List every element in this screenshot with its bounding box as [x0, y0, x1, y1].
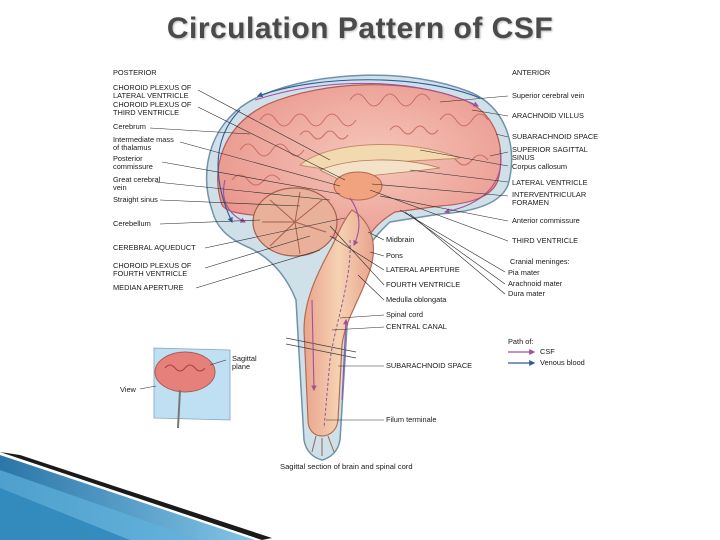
label-subarachnoid-space-top: SUBARACHNOID SPACE [512, 132, 599, 141]
label-great-cerebral-vein: Great cerebral vein [113, 175, 161, 193]
thalamus-shape [333, 171, 383, 201]
cerebellum-shape [252, 187, 338, 257]
label-superior-sagittal-sinus: SUPERIOR SAGITTAL SINUS [512, 145, 588, 163]
posterior-label: POSTERIOR [113, 68, 157, 77]
label-cerebrum: Cerebrum [113, 122, 146, 131]
label-third-ventricle: THIRD VENTRICLE [512, 236, 579, 245]
label-posterior-commissure: Posterior commissure [113, 154, 153, 172]
label-filum-terminale: Filum terminale [386, 415, 437, 424]
label-lateral-aperture: LATERAL APERTURE [386, 265, 460, 274]
label-cerebral-aqueduct: CEREBRAL AQUEDUCT [113, 243, 196, 252]
label-spinal-cord: Spinal cord [386, 310, 423, 319]
legend-heading: Path of: [508, 337, 534, 346]
label-straight-sinus: Straight sinus [113, 195, 158, 204]
legend-venous-label: Venous blood [540, 358, 585, 367]
venous-flow-arrows [217, 79, 481, 223]
label-subarachnoid-space-cord: SUBARACHNOID SPACE [386, 361, 473, 370]
label-median-aperture: MEDIAN APERTURE [113, 283, 184, 292]
right-leader-lines [369, 95, 509, 295]
label-dura-mater: Dura mater [508, 289, 545, 298]
label-corpus-callosum: Corpus callosum [512, 162, 568, 171]
anterior-label: ANTERIOR [512, 68, 551, 77]
slide-title: Circulation Pattern of CSF [166, 12, 554, 45]
filum-terminale [311, 435, 335, 456]
csf-flow-arrows [223, 82, 502, 401]
label-interventricular-foramen: INTERVENTRICULAR FORAMEN [512, 190, 587, 208]
diagram-caption: Sagittal section of brain and spinal cor… [280, 462, 413, 471]
inset-view-label: View [120, 385, 136, 394]
label-choroid-plexus-lateral: CHOROID PLEXUS OF LATERAL VENTRICLE [113, 83, 192, 101]
label-cerebellum: Cerebellum [113, 219, 151, 228]
label-medulla-oblongata: Medulla oblongata [386, 295, 447, 304]
legend-csf-label: CSF [540, 347, 555, 356]
left-leader-lines [149, 89, 346, 289]
label-fourth-ventricle: FOURTH VENTRICLE [386, 280, 461, 289]
label-intermediate-mass: Intermediate mass of thalamus [113, 135, 174, 153]
meninges-heading: Cranial meninges: [510, 257, 570, 266]
label-central-canal: CENTRAL CANAL [386, 322, 447, 331]
label-choroid-plexus-third: CHOROID PLEXUS OF THIRD VENTRICLE [113, 100, 192, 118]
label-lateral-ventricle: LATERAL VENTRICLE [512, 178, 588, 187]
inset-sagittal-view [139, 347, 231, 429]
label-pons: Pons [386, 251, 403, 260]
label-anterior-commissure: Anterior commissure [512, 216, 580, 225]
label-choroid-plexus-fourth: CHOROID PLEXUS OF FOURTH VENTRICLE [113, 261, 192, 279]
legend-swatches [508, 349, 536, 366]
label-pia-mater: Pia mater [508, 268, 540, 277]
inset-plane-label: Sagittal plane [232, 354, 257, 372]
label-superior-cerebral-vein: Superior cerebral vein [512, 91, 585, 100]
central-canal [323, 239, 351, 429]
center-leader-lines [326, 225, 385, 421]
label-arachnoid-villus: ARACHNOID VILLUS [512, 111, 584, 120]
label-midbrain: Midbrain [386, 235, 415, 244]
label-arachnoid-mater: Arachnoid mater [508, 279, 563, 288]
